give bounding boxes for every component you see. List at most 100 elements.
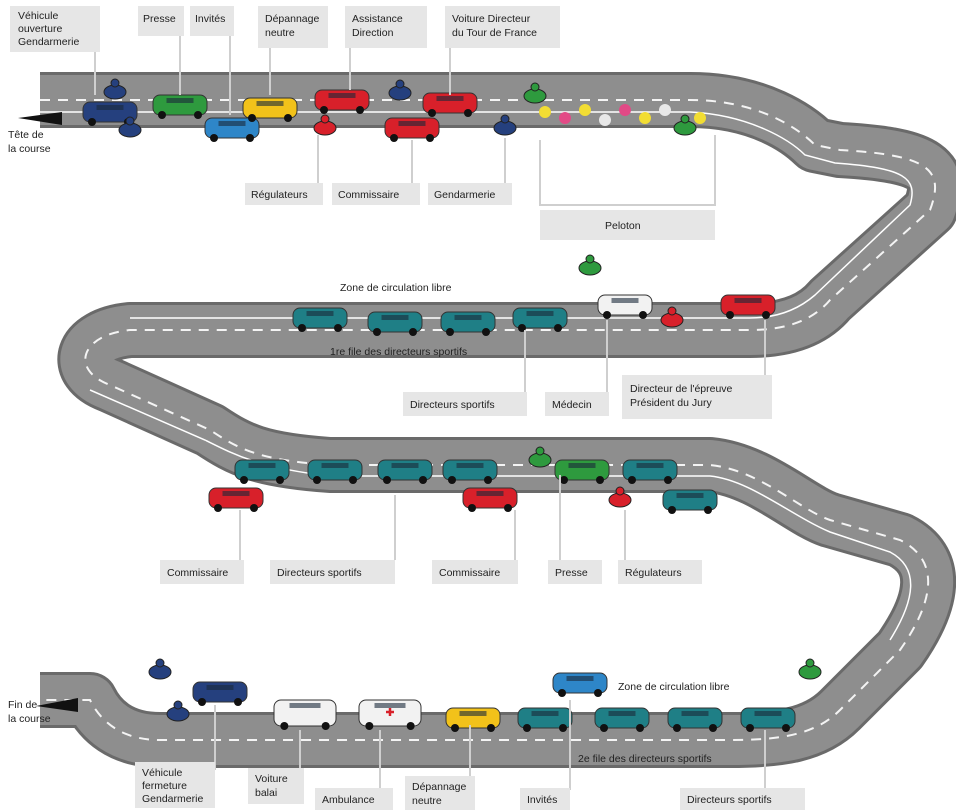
moto-presse-icon [528, 446, 552, 468]
label-zone-libre-1: Zone de circulation libre [340, 282, 452, 294]
label-voiture-directeur: Voiture Directeur du Tour de France [445, 6, 560, 48]
rider-icon [619, 104, 631, 116]
label-ambulance: Ambulance [315, 788, 393, 810]
label-voiture-balai: Voiture balai [248, 768, 304, 804]
car-invites-icon [552, 672, 608, 697]
svg-text:balai: balai [255, 787, 277, 799]
car-team-icon [622, 459, 678, 484]
car-team-icon [442, 459, 498, 484]
start-arrow-icon [18, 112, 62, 125]
label-assistance: Assistance Direction [345, 6, 427, 48]
svg-text:Commissaire: Commissaire [338, 189, 399, 201]
svg-text:Gendarmerie: Gendarmerie [18, 36, 79, 48]
car-team-icon [667, 707, 723, 732]
svg-text:ouverture: ouverture [18, 23, 63, 35]
label-gendarmerie-1: Gendarmerie [428, 183, 512, 205]
car-team-icon [234, 459, 290, 484]
car-team-icon [512, 307, 568, 332]
svg-text:Fin de: Fin de [8, 699, 37, 711]
car-team-icon [377, 459, 433, 484]
svg-text:Gendarmerie: Gendarmerie [434, 189, 495, 201]
rider-icon [559, 112, 571, 124]
svg-text:Invités: Invités [195, 13, 225, 25]
svg-text:la course: la course [8, 713, 51, 725]
label-medecin: Médecin [545, 392, 609, 416]
label-invites-top: Invités [190, 6, 234, 36]
svg-text:Directeurs sportifs: Directeurs sportifs [410, 399, 495, 411]
label-regulateurs-2: Régulateurs [618, 560, 702, 584]
car-depannage-icon [445, 707, 501, 732]
label-commissaire-2: Commissaire [160, 560, 244, 584]
road [18, 72, 956, 768]
rider-icon [539, 106, 551, 118]
car-presse-icon [152, 94, 208, 119]
svg-text:Voiture: Voiture [255, 773, 288, 785]
svg-text:Gendarmerie: Gendarmerie [142, 793, 203, 805]
moto-gendarmerie-icon [103, 78, 127, 100]
label-fin: Fin de la course [8, 699, 51, 725]
svg-text:Assistance: Assistance [352, 13, 403, 25]
rider-icon [694, 112, 706, 124]
rider-icon [659, 104, 671, 116]
label-commissaire-3: Commissaire [432, 560, 518, 584]
svg-text:Dépannage: Dépannage [412, 781, 466, 793]
car-team-icon [367, 311, 423, 336]
moto-gendarmerie-icon [148, 658, 172, 680]
car-commissaire-icon [384, 117, 440, 142]
svg-text:Véhicule: Véhicule [142, 767, 182, 779]
rider-icon [599, 114, 611, 126]
svg-text:Peloton: Peloton [605, 220, 641, 232]
label-directeur-epreuve: Directeur de l'épreuve Président du Jury [622, 375, 772, 419]
car-directeur-epreuve-icon [720, 294, 776, 319]
label-vehicule-ouverture: Véhicule ouverture Gendarmerie [10, 6, 100, 52]
car-gendarmerie-icon [192, 681, 248, 706]
svg-text:Commissaire: Commissaire [167, 567, 228, 579]
svg-text:Médecin: Médecin [552, 399, 592, 411]
label-vehicule-fermeture: Véhicule fermeture Gendarmerie [135, 762, 215, 808]
svg-text:Voiture Directeur: Voiture Directeur [452, 13, 531, 25]
svg-text:Directeurs sportifs: Directeurs sportifs [277, 567, 362, 579]
svg-text:neutre: neutre [412, 795, 442, 807]
svg-text:Régulateurs: Régulateurs [625, 567, 682, 579]
svg-text:neutre: neutre [265, 27, 295, 39]
car-medecin-icon [597, 294, 653, 319]
label-tete: Tête de la course [8, 129, 51, 155]
rider-icon [639, 112, 651, 124]
svg-text:Presse: Presse [143, 13, 176, 25]
label-deuxieme-file: 2e file des directeurs sportifs [578, 753, 712, 765]
car-assistance-icon [314, 89, 370, 114]
moto-presse-icon [578, 254, 602, 276]
label-depannage-top: Dépannage neutre [258, 6, 328, 48]
car-team-icon [740, 707, 796, 732]
label-directeurs-sportifs-1: Directeurs sportifs [403, 392, 527, 416]
car-team-icon [517, 707, 573, 732]
svg-text:Commissaire: Commissaire [439, 567, 500, 579]
label-commissaire-1: Commissaire [332, 183, 420, 205]
svg-text:fermeture: fermeture [142, 780, 187, 792]
ambulance-icon [358, 699, 422, 730]
svg-text:Tête de: Tête de [8, 129, 44, 141]
svg-text:Invités: Invités [527, 794, 557, 806]
moto-presse-icon [798, 658, 822, 680]
car-commissaire-icon [462, 487, 518, 512]
svg-text:du Tour de France: du Tour de France [452, 27, 537, 39]
label-presse-mid: Presse [548, 560, 602, 584]
svg-text:Dépannage: Dépannage [265, 13, 319, 25]
moto-icon [660, 306, 684, 328]
moto-presse-icon [523, 82, 547, 104]
moto-gendarmerie-icon [388, 79, 412, 101]
finish-arrow-icon [36, 698, 78, 712]
label-depannage-bottom: Dépannage neutre [405, 776, 475, 810]
moto-presse-icon [673, 114, 697, 136]
car-invites-icon [204, 117, 260, 142]
voiture-balai-icon [273, 699, 337, 730]
label-peloton: Peloton [540, 210, 715, 240]
car-team-icon [594, 707, 650, 732]
label-invites-bottom: Invités [520, 788, 570, 810]
car-team-icon [292, 307, 348, 332]
car-presse-icon [554, 459, 610, 484]
label-directeurs-sportifs-3: Directeurs sportifs [680, 788, 805, 810]
car-team-icon [662, 489, 718, 514]
svg-text:Directeurs sportifs: Directeurs sportifs [687, 794, 772, 806]
moto-gendarmerie-icon [166, 700, 190, 722]
